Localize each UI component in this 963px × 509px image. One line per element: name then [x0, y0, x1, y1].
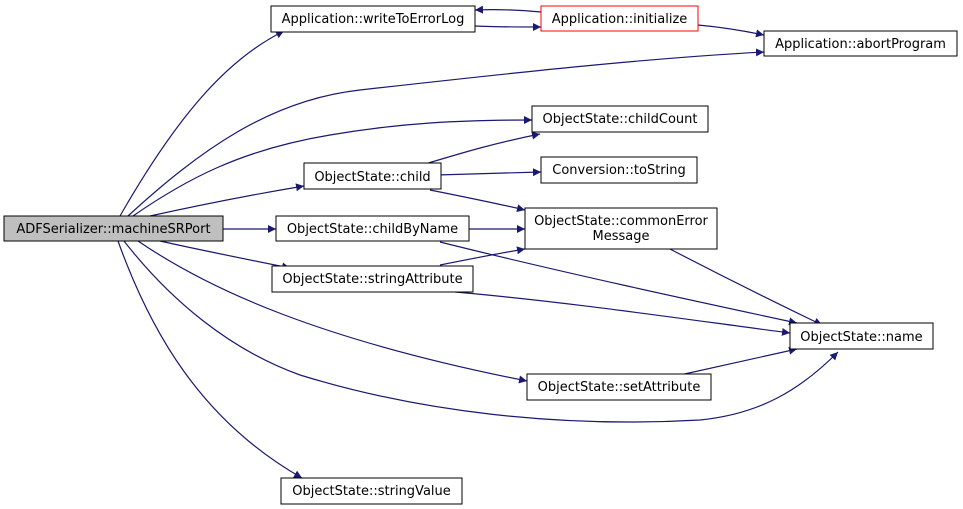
node-label-line-2: Message [593, 229, 650, 244]
node-label: ObjectState::setAttribute [538, 380, 701, 395]
node-common-error-message[interactable]: ObjectState::commonError Message [524, 207, 718, 250]
edge-machinesrport-setattribute [137, 240, 528, 384]
node-label-line-1: ObjectState::commonError [534, 214, 708, 229]
node-name[interactable]: ObjectState::name [789, 322, 934, 350]
node-label: ADFSerializer::machineSRPort [16, 222, 210, 237]
edge-setattribute-name [679, 346, 798, 376]
edge-child-commonerrormessage [429, 189, 526, 213]
edge-commonerrormessage-name [667, 247, 823, 326]
node-abort-program[interactable]: Application::abortProgram [763, 30, 958, 57]
node-label: ObjectState::stringAttribute [282, 272, 462, 287]
edge-child-tostring [436, 168, 542, 177]
node-child-count[interactable]: ObjectState::childCount [531, 105, 709, 133]
node-string-value[interactable]: ObjectState::stringValue [280, 477, 463, 505]
nodes: ADFSerializer::machineSRPort Application… [3, 5, 958, 505]
edge-machinesrport-abortprogram [127, 48, 765, 217]
node-label: Conversion::toString [552, 163, 686, 178]
node-machine-sr-port[interactable]: ADFSerializer::machineSRPort [3, 215, 224, 242]
node-label: Application::writeToErrorLog [282, 12, 465, 27]
node-label: ObjectState::childByName [287, 222, 458, 237]
edge-machinesrport-writetoerrorlog [119, 30, 285, 217]
edge-machinesrport-childcount [132, 116, 533, 217]
node-label: ObjectState::childCount [543, 112, 698, 127]
node-set-attribute[interactable]: ObjectState::setAttribute [526, 373, 712, 401]
edges [117, 5, 839, 479]
edge-initialize-writetoerrorlog [474, 5, 542, 14]
edge-machinesrport-child [149, 183, 305, 217]
node-label: Application::initialize [552, 12, 688, 27]
edge-machinesrport-stringattribute [159, 240, 291, 271]
node-label: ObjectState::stringValue [292, 484, 451, 499]
edge-stringattribute-commonerrormessage [439, 246, 526, 266]
node-label: ObjectState::child [314, 170, 430, 185]
node-write-to-error-log[interactable]: Application::writeToErrorLog [270, 5, 476, 33]
edge-childbyname-name [439, 241, 798, 326]
node-child[interactable]: ObjectState::child [303, 162, 442, 190]
node-to-string[interactable]: Conversion::toString [540, 156, 698, 184]
node-label: ObjectState::name [800, 330, 922, 345]
edge-machinesrport-name [123, 240, 839, 423]
edge-child-childcount [424, 131, 541, 165]
edge-initialize-abortprogram [697, 24, 765, 38]
node-child-by-name[interactable]: ObjectState::childByName [275, 215, 470, 242]
edge-machinesrport-stringvalue [117, 240, 303, 479]
node-string-attribute[interactable]: ObjectState::stringAttribute [271, 265, 474, 293]
edge-writetoerrorlog-initialize [474, 22, 542, 31]
node-label: Application::abortProgram [775, 37, 946, 52]
edge-stringattribute-name [454, 291, 791, 336]
node-initialize[interactable]: Application::initialize [540, 5, 699, 32]
